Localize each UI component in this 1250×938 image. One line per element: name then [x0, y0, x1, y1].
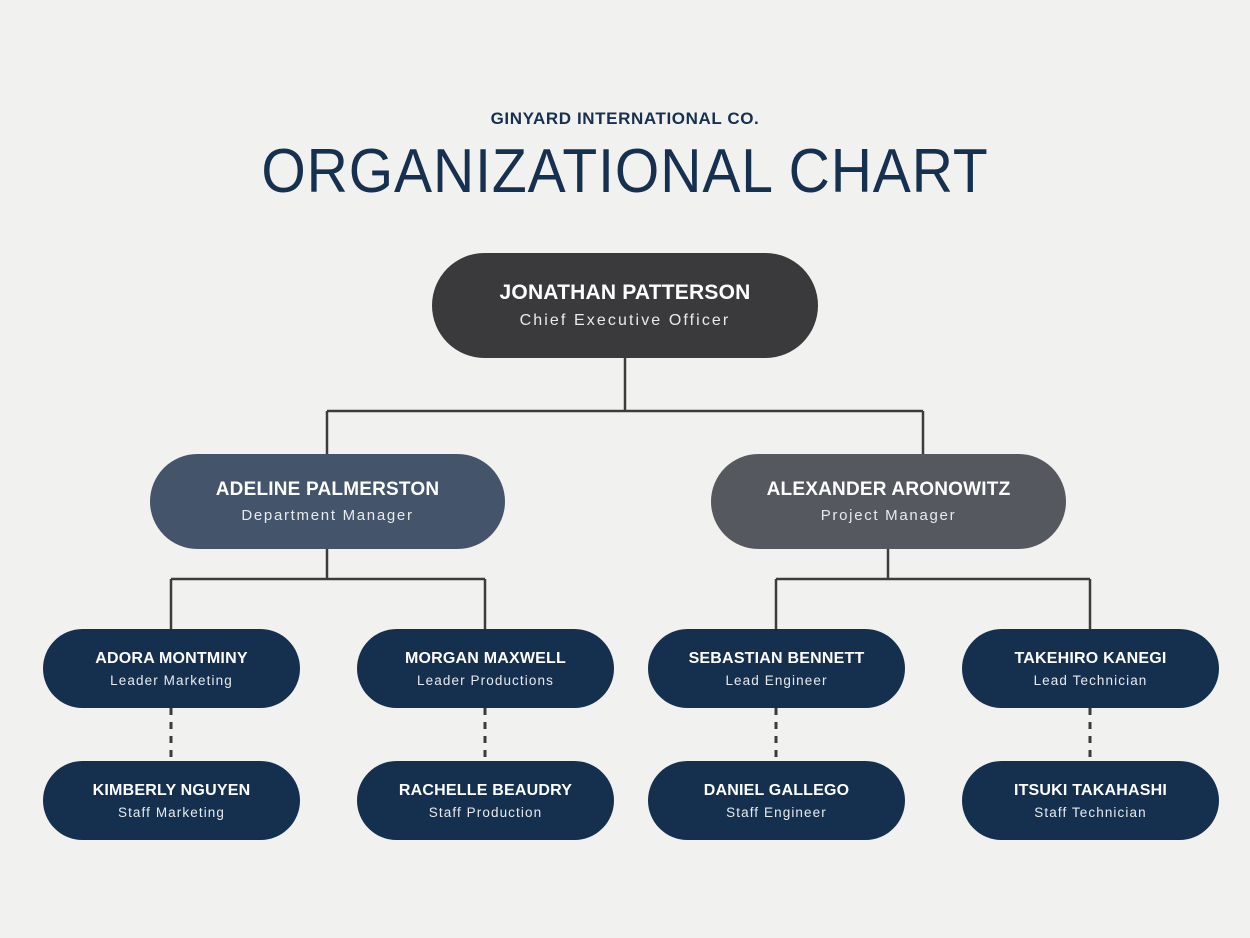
node-leader-name: MORGAN MAXWELL	[404, 649, 566, 667]
node-leader-name: SEBASTIAN BENNETT	[688, 649, 865, 667]
node-staff-role: Staff Production	[428, 804, 543, 820]
page-title: ORGANIZATIONAL CHART	[261, 137, 989, 206]
node-staff-itsuki-takahashi[interactable]: ITSUKI TAKAHASHI Staff Technician	[962, 761, 1219, 840]
node-manager-adeline-palmerston[interactable]: ADELINE PALMERSTON Department Manager	[150, 454, 505, 549]
node-ceo[interactable]: JONATHAN PATTERSON Chief Executive Offic…	[432, 253, 818, 358]
node-manager-alexander-aronowitz[interactable]: ALEXANDER ARONOWITZ Project Manager	[711, 454, 1066, 549]
node-staff-daniel-gallego[interactable]: DANIEL GALLEGO Staff Engineer	[648, 761, 905, 840]
node-leader-name: TAKEHIRO KANEGI	[1014, 649, 1167, 667]
node-leader-adora-montminy[interactable]: ADORA MONTMINY Leader Marketing	[43, 629, 300, 708]
node-staff-name: RACHELLE BEAUDRY	[398, 781, 573, 799]
node-ceo-role: Chief Executive Officer	[519, 312, 731, 329]
node-staff-name: DANIEL GALLEGO	[703, 781, 850, 799]
node-ceo-name: JONATHAN PATTERSON	[499, 281, 751, 304]
node-staff-role: Staff Engineer	[726, 804, 827, 820]
node-staff-name: ITSUKI TAKAHASHI	[1013, 781, 1168, 799]
node-leader-role: Lead Technician	[1033, 672, 1148, 688]
node-leader-role: Leader Productions	[417, 672, 554, 688]
node-leader-role: Leader Marketing	[110, 672, 233, 688]
node-staff-role: Staff Technician	[1034, 804, 1147, 820]
node-leader-morgan-maxwell[interactable]: MORGAN MAXWELL Leader Productions	[357, 629, 614, 708]
node-staff-kimberly-nguyen[interactable]: KIMBERLY NGUYEN Staff Marketing	[43, 761, 300, 840]
node-leader-takehiro-kanegi[interactable]: TAKEHIRO KANEGI Lead Technician	[962, 629, 1219, 708]
node-manager-name: ADELINE PALMERSTON	[215, 479, 440, 500]
node-manager-name: ALEXANDER ARONOWITZ	[766, 479, 1011, 500]
node-leader-sebastian-bennett[interactable]: SEBASTIAN BENNETT Lead Engineer	[648, 629, 905, 708]
node-manager-role: Department Manager	[241, 507, 414, 524]
node-staff-rachelle-beaudry[interactable]: RACHELLE BEAUDRY Staff Production	[357, 761, 614, 840]
node-staff-name: KIMBERLY NGUYEN	[92, 781, 251, 799]
node-leader-role: Lead Engineer	[725, 672, 828, 688]
node-staff-role: Staff Marketing	[117, 804, 226, 820]
company-name: GINYARD INTERNATIONAL CO.	[490, 109, 760, 128]
node-leader-name: ADORA MONTMINY	[95, 649, 248, 667]
node-manager-role: Project Manager	[820, 507, 957, 524]
